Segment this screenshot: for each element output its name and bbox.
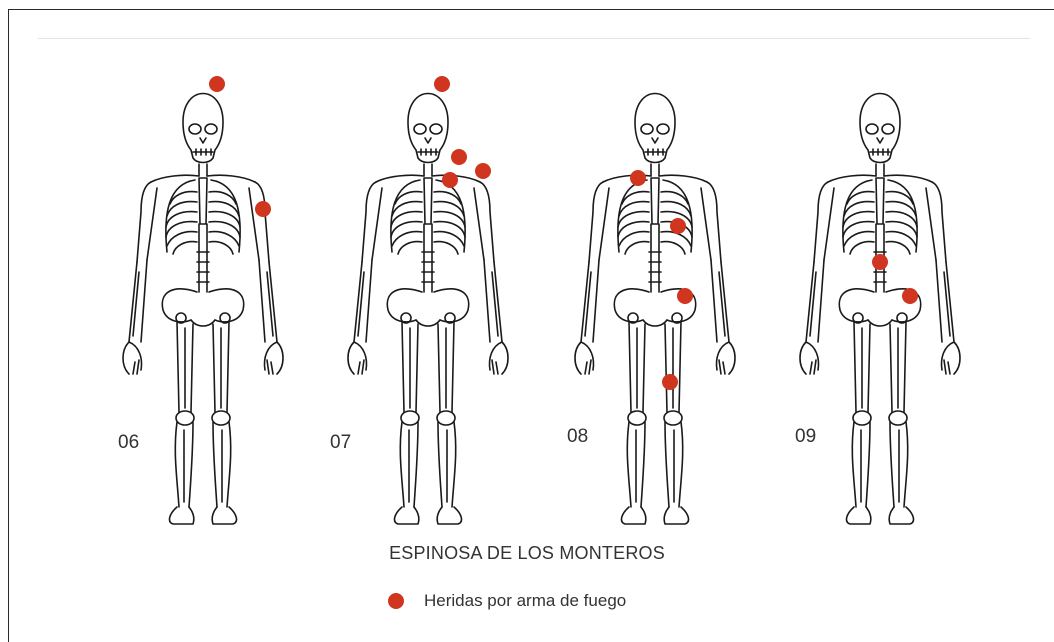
- figure-frame: [8, 9, 1054, 642]
- skeleton-figure-08: [574, 92, 736, 525]
- wound-marker-left-chest: [630, 170, 646, 186]
- wound-marker-right-thigh: [902, 288, 918, 304]
- wound-marker-head-right: [209, 76, 225, 92]
- figure-label: 08: [567, 426, 589, 447]
- wound-marker-right-chest: [442, 172, 458, 188]
- legend-label: Heridas por arma de fuego: [424, 591, 627, 610]
- skeleton-figure-06: [122, 76, 284, 525]
- wound-marker-right-forearm: [255, 201, 271, 217]
- figure-label: 07: [330, 432, 352, 453]
- red-dot-icon: [388, 593, 404, 609]
- divider: [38, 38, 1030, 39]
- wound-marker-right-upper-arm: [475, 163, 491, 179]
- skeleton-figure-09: [799, 92, 961, 525]
- figure-label: 06: [118, 432, 140, 453]
- wound-marker-right-shoulder: [451, 149, 467, 165]
- wound-marker-right-abdomen: [670, 218, 686, 234]
- wound-marker-right-shin: [662, 374, 678, 390]
- skeleton-figure-07: [347, 76, 509, 525]
- diagram-title: ESPINOSA DE LOS MONTEROS: [389, 543, 665, 563]
- wound-marker-right-thigh: [677, 288, 693, 304]
- wound-marker-right-hip: [872, 254, 888, 270]
- legend: Heridas por arma de fuego: [388, 591, 626, 611]
- figure-label: 09: [795, 426, 817, 447]
- wound-marker-head-right: [434, 76, 450, 92]
